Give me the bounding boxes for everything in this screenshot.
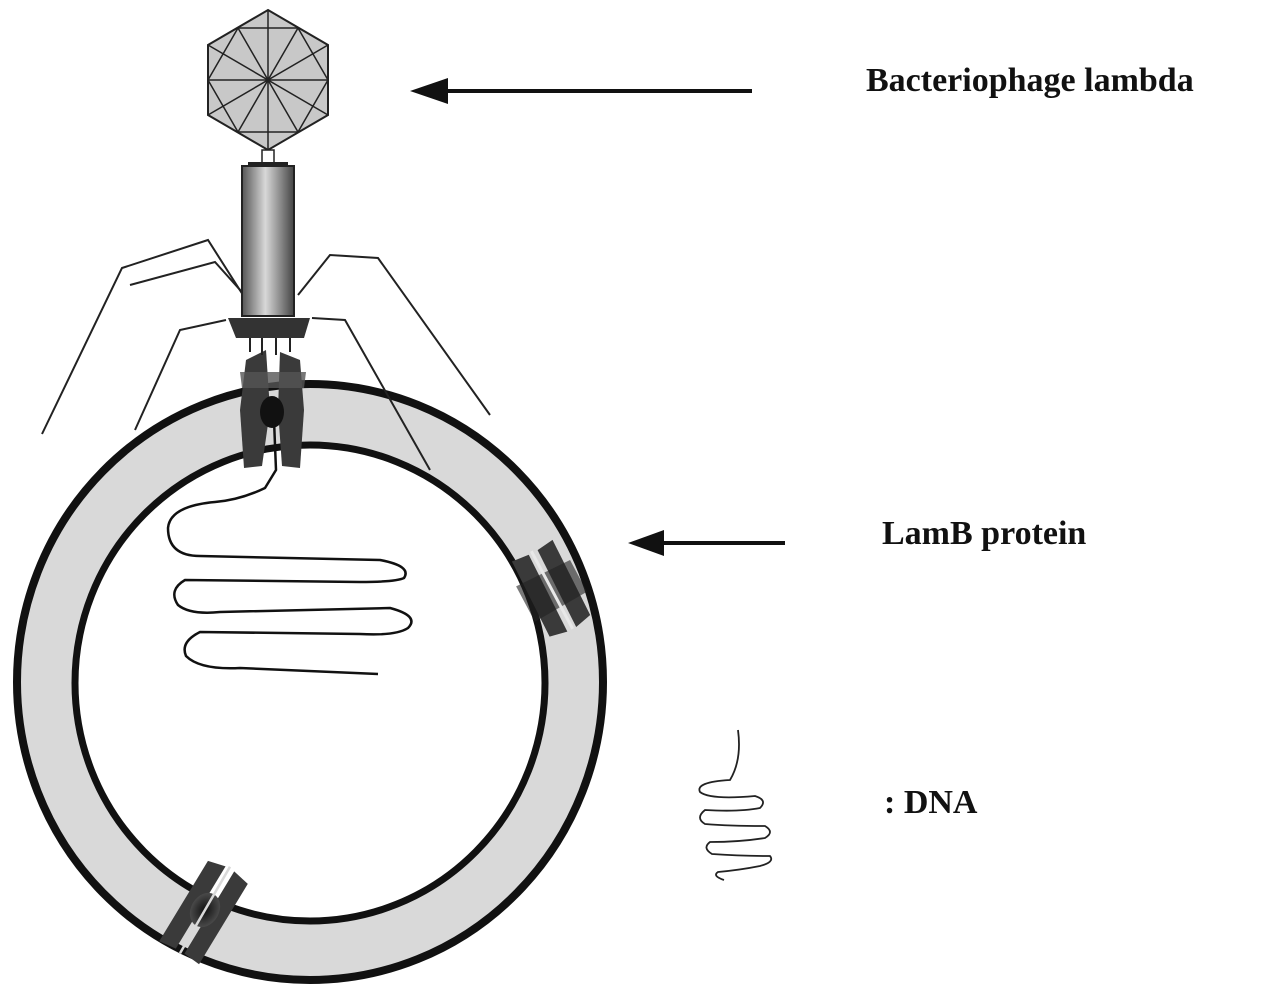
bacterial-cell	[13, 380, 607, 984]
legend-dna-icon	[698, 729, 773, 881]
inner-membrane	[71, 441, 549, 925]
label-lamb-protein: LamB protein	[882, 515, 1087, 552]
bacteriophage-lambda	[207, 8, 329, 355]
lamb-protein-right	[511, 539, 591, 637]
arrow-lamb	[628, 530, 785, 556]
label-dna: : DNA	[884, 784, 978, 821]
lamb-protein-top	[240, 350, 306, 468]
outer-membrane	[13, 380, 607, 984]
phage-tail	[241, 165, 295, 317]
arrow-phage	[410, 78, 752, 104]
injected-dna	[166, 419, 413, 676]
label-bacteriophage-lambda: Bacteriophage lambda	[866, 62, 1194, 99]
phage-collar	[261, 149, 275, 165]
lamb-protein-bottom	[159, 860, 248, 965]
phage-baseplate	[228, 318, 310, 338]
phage-capsid	[207, 8, 329, 152]
